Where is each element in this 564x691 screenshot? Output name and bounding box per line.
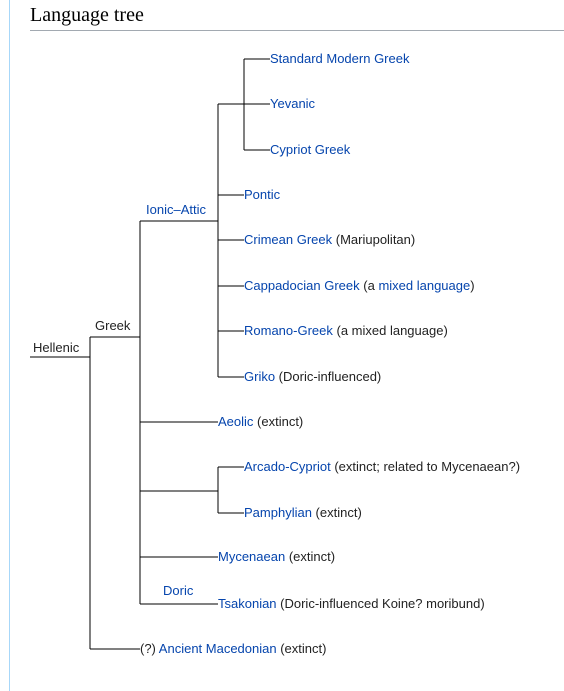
aeolic-note: (extinct) (253, 414, 304, 429)
pontic-link[interactable]: Pontic (244, 187, 281, 202)
cappadocian-note-open: (a (359, 278, 379, 293)
leaf-tsakonian: Tsakonian (Doric-influenced Koine? morib… (218, 596, 485, 612)
node-hellenic: Hellenic (33, 340, 80, 355)
crimean-greek-note: (Mariupolitan) (332, 232, 416, 247)
standard-modern-greek-link[interactable]: Standard Modern Greek (270, 51, 410, 66)
cappadocian-greek-link[interactable]: Cappadocian Greek (244, 278, 360, 293)
leaf-pontic: Pontic (244, 187, 280, 203)
leaf-standard-modern-greek: Standard Modern Greek (270, 51, 409, 67)
cypriot-greek-link[interactable]: Cypriot Greek (270, 142, 351, 157)
leaf-pamphylian: Pamphylian (extinct) (244, 505, 362, 521)
crimean-greek-link[interactable]: Crimean Greek (244, 232, 333, 247)
yevanic-link[interactable]: Yevanic (270, 96, 316, 111)
tsakonian-link[interactable]: Tsakonian (218, 596, 277, 611)
pamphylian-link[interactable]: Pamphylian (244, 505, 312, 520)
leaf-ancient-macedonian: (?) Ancient Macedonian (extinct) (140, 641, 326, 657)
aeolic-link[interactable]: Aeolic (218, 414, 254, 429)
node-greek: Greek (95, 318, 131, 333)
leaf-cypriot-greek: Cypriot Greek (270, 142, 350, 158)
ancient-macedonian-prefix: (?) (140, 641, 159, 656)
leaf-cappadocian-greek: Cappadocian Greek (a mixed language) (244, 278, 475, 294)
tsakonian-note: (Doric-influenced Koine? moribund) (276, 596, 485, 611)
griko-note: (Doric-influenced) (275, 369, 382, 384)
romano-greek-note: (a mixed language) (332, 323, 448, 338)
node-ionic-attic-link[interactable]: Ionic–Attic (146, 202, 206, 217)
heading-underline (30, 30, 564, 31)
leaf-arcado-cypriot: Arcado-Cypriot (extinct; related to Myce… (244, 459, 520, 475)
leaf-mycenaean: Mycenaean (extinct) (218, 549, 335, 565)
left-border-rule (9, 0, 10, 691)
pamphylian-note: (extinct) (311, 505, 362, 520)
ancient-macedonian-note: (extinct) (276, 641, 327, 656)
mixed-language-link[interactable]: mixed language (378, 278, 471, 293)
cappadocian-note-close: ) (470, 278, 475, 293)
arcado-cypriot-note: (extinct; related to Mycenaean?) (330, 459, 521, 474)
leaf-romano-greek: Romano-Greek (a mixed language) (244, 323, 448, 339)
romano-greek-link[interactable]: Romano-Greek (244, 323, 333, 338)
leaf-griko: Griko (Doric-influenced) (244, 369, 381, 385)
section-heading: Language tree (30, 4, 144, 26)
leaf-aeolic: Aeolic (extinct) (218, 414, 303, 430)
arcado-cypriot-link[interactable]: Arcado-Cypriot (244, 459, 331, 474)
leaf-yevanic: Yevanic (270, 96, 315, 112)
leaf-crimean-greek: Crimean Greek (Mariupolitan) (244, 232, 415, 248)
mycenaean-link[interactable]: Mycenaean (218, 549, 286, 564)
griko-link[interactable]: Griko (244, 369, 276, 384)
ancient-macedonian-link[interactable]: Ancient Macedonian (158, 641, 277, 656)
mycenaean-note: (extinct) (285, 549, 336, 564)
node-doric-link[interactable]: Doric (163, 583, 194, 598)
